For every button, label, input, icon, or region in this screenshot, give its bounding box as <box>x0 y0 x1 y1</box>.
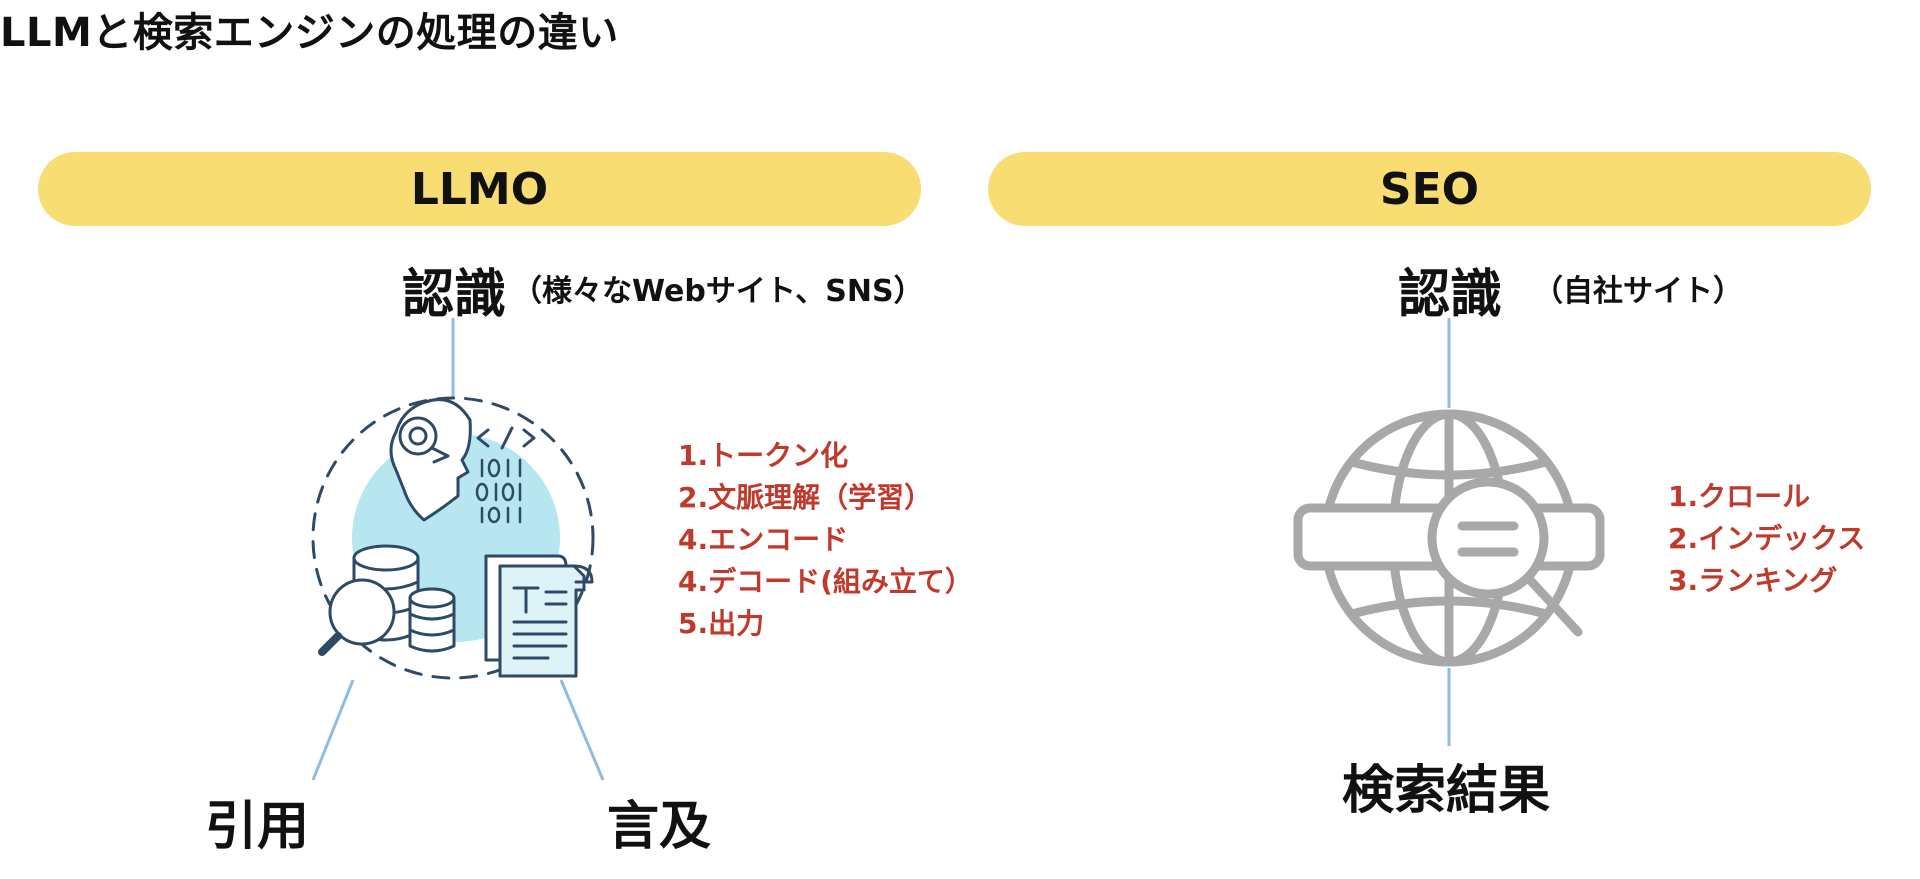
llmo-header-pill: LLMO <box>38 152 921 226</box>
llmo-recognition-note: （様々なWebサイト、SNS） <box>512 274 924 309</box>
llmo-step: 4.エンコード <box>678 523 849 556</box>
seo-header-pill: SEO <box>988 152 1871 226</box>
seo-search-results-label: 検索結果 <box>1342 761 1551 821</box>
llmo-step: 5.出力 <box>678 607 765 640</box>
seo-step-list: 1.クロール 2.インデックス 3.ランキング <box>1668 476 1865 602</box>
llmo-step-list: 1.トークン化 2.文脈理解（学習） 4.エンコード 4.デコード(組み立て） … <box>678 435 973 645</box>
seo-recognition-label: 認識 <box>1398 265 1503 325</box>
seo-step: 3.ランキング <box>1668 564 1838 597</box>
page-title: LLMと検索エンジンの処理の違い <box>0 10 619 56</box>
llmo-right-connector <box>559 679 605 781</box>
seo-step: 2.インデックス <box>1668 522 1866 555</box>
llmo-mention-label: 言及 <box>607 797 712 857</box>
seo-header-label: SEO <box>1379 163 1480 215</box>
llmo-step: 2.文脈理解（学習） <box>678 481 933 514</box>
llmo-step: 4.デコード(組み立て） <box>678 565 973 598</box>
llmo-citation-label: 引用 <box>205 797 310 857</box>
llmo-recognition-label: 認識 <box>402 265 507 325</box>
ai-data-document-icon <box>311 396 595 680</box>
llmo-header-label: LLMO <box>410 163 549 215</box>
llmo-step: 1.トークン化 <box>678 439 849 472</box>
globe-search-icon <box>1293 409 1605 667</box>
llmo-left-connector <box>311 679 355 781</box>
seo-step: 1.クロール <box>1668 480 1811 513</box>
seo-recognition-note: （自社サイト） <box>1533 274 1743 309</box>
